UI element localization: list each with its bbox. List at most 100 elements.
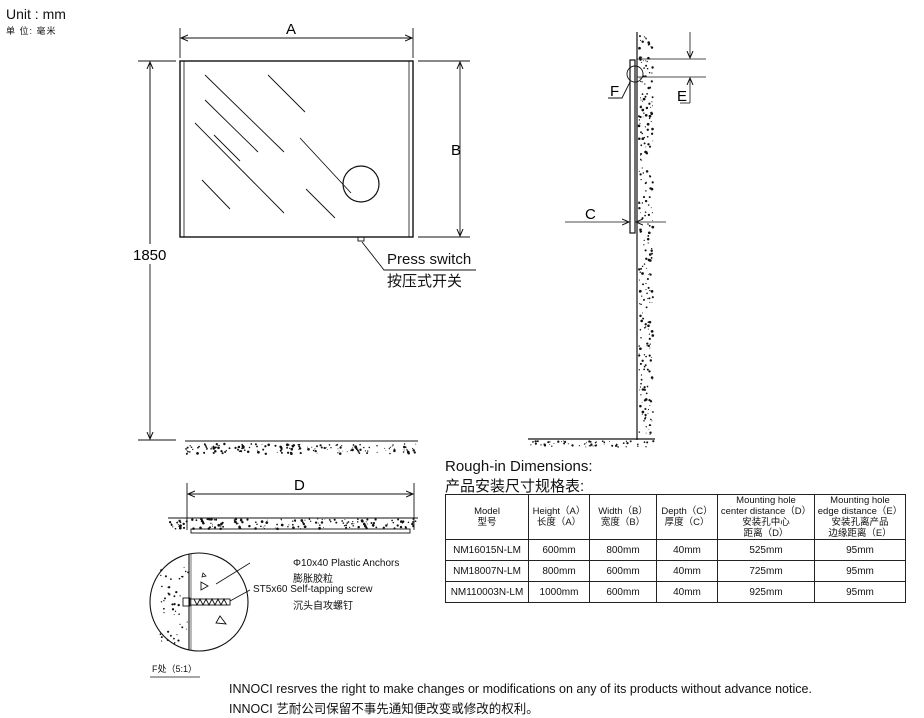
texture-dot [307, 447, 310, 451]
texture-dot [651, 247, 653, 250]
texture-dot [372, 528, 374, 530]
mirror-front-view [179, 60, 476, 271]
texture-dot [640, 212, 642, 214]
texture-dot [405, 526, 407, 529]
texture-dot [642, 317, 645, 320]
texture-dot [163, 600, 165, 602]
texture-dot [648, 224, 651, 227]
texture-dot [358, 452, 361, 455]
texture-dot [649, 111, 651, 113]
texture-dot [649, 175, 652, 178]
rough-in-title: Rough-in Dimensions: [445, 458, 593, 475]
table-row: NM16015N-LM 600mm 800mm 40mm 525mm 95mm [445, 539, 906, 561]
texture-dot [639, 39, 642, 41]
texture-dot [645, 306, 648, 309]
texture-dot [376, 445, 378, 447]
texture-dot [336, 443, 339, 446]
texture-dot [639, 77, 641, 79]
texture-dot [187, 450, 189, 453]
texture-dot [642, 172, 644, 174]
texture-dot [414, 520, 417, 523]
texture-dot [652, 105, 654, 107]
texture-dot [206, 518, 209, 521]
texture-dot [356, 521, 359, 523]
texture-dot [348, 526, 351, 529]
texture-dot [159, 633, 162, 635]
texture-dot [209, 526, 211, 529]
texture-dot [595, 441, 597, 443]
texture-dot [640, 61, 643, 64]
cell-height: 600mm [528, 539, 590, 561]
top-view [168, 483, 418, 534]
detail-f-circle [626, 65, 644, 83]
texture-dot [644, 211, 647, 213]
texture-dot [601, 440, 604, 443]
texture-dot [536, 440, 539, 443]
texture-dot [648, 196, 651, 199]
texture-dot [202, 522, 205, 525]
cell-center-distance: 925mm [717, 581, 815, 603]
texture-dot [640, 319, 644, 323]
texture-dot [166, 639, 169, 641]
texture-dot [187, 571, 189, 574]
texture-dot [260, 520, 264, 523]
texture-dot [287, 526, 289, 528]
texture-dot [256, 445, 258, 448]
texture-dot [182, 526, 186, 529]
cell-depth: 40mm [656, 581, 718, 603]
cell-height: 800mm [528, 560, 590, 582]
texture-dot [366, 523, 368, 525]
texture-dot [650, 112, 654, 116]
cell-depth: 40mm [656, 560, 718, 582]
texture-dot [639, 158, 642, 161]
texture-dot [199, 527, 202, 530]
texture-dot [641, 132, 644, 135]
texture-dot [571, 444, 574, 447]
texture-dot [392, 521, 395, 524]
texture-dot [651, 296, 654, 299]
texture-dot [646, 277, 649, 281]
texture-dot [645, 432, 647, 434]
texture-dot [240, 450, 243, 453]
texture-dot [386, 523, 389, 525]
texture-dot [314, 450, 317, 453]
texture-dot [639, 173, 642, 176]
texture-dot [644, 407, 647, 411]
texture-dot [652, 378, 653, 380]
texture-dot [178, 613, 180, 615]
texture-dot [544, 444, 546, 447]
texture-dot [650, 132, 654, 135]
texture-dot [319, 524, 321, 526]
texture-dot [328, 444, 331, 446]
texture-dot [339, 446, 342, 449]
texture-dot [233, 520, 237, 524]
texture-dot [563, 442, 565, 445]
texture-dot [169, 634, 172, 637]
texture-dot [262, 526, 264, 528]
texture-dot [643, 244, 645, 246]
texture-dot [639, 347, 642, 351]
texture-dot [648, 320, 652, 324]
texture-dot [338, 450, 340, 452]
texture-dot [534, 440, 537, 443]
texture-dot [549, 444, 551, 446]
texture-dot [210, 447, 212, 450]
texture-dot [645, 64, 648, 67]
texture-dot [557, 440, 560, 443]
texture-dot [264, 525, 266, 527]
texture-dot [319, 444, 322, 447]
texture-dot [644, 83, 646, 85]
texture-dot [385, 524, 388, 527]
texture-dot [185, 452, 188, 455]
texture-dot [642, 75, 645, 78]
texture-dot [320, 521, 324, 524]
texture-dot [646, 122, 650, 126]
texture-dot [609, 441, 611, 443]
texture-dot [639, 228, 642, 232]
texture-dot [175, 590, 178, 594]
texture-dot [645, 146, 647, 148]
texture-dot [649, 301, 651, 303]
texture-dot [647, 321, 650, 323]
texture-dot [400, 520, 403, 523]
